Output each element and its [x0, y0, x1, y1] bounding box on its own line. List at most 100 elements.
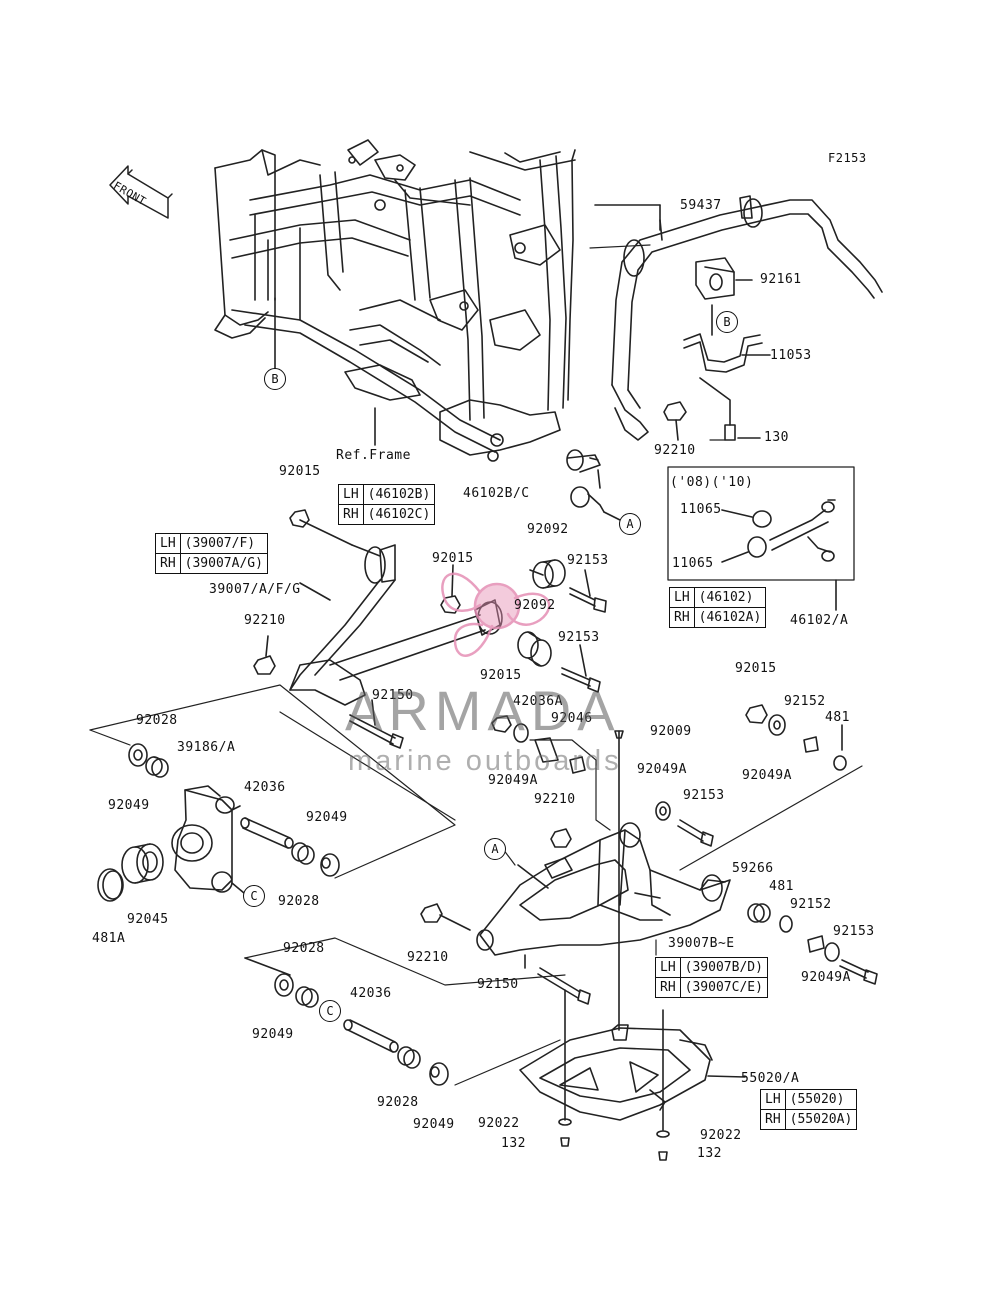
watermark-subtitle: marine outboards — [348, 745, 622, 777]
part-label: 92150 — [372, 688, 414, 703]
part-label: 46102/A — [790, 613, 849, 628]
part-label: 92015 — [735, 661, 777, 676]
table-cell: LH — [760, 1089, 786, 1110]
inset-variant-label: ('08)('10) — [670, 475, 754, 490]
nut-92015-upper — [289, 509, 461, 614]
part-label: 46102B/C — [463, 486, 530, 501]
upper-a-arm — [289, 519, 503, 706]
part-label: 132 — [697, 1146, 722, 1161]
bolt-92150-lower — [537, 967, 591, 1005]
part-label: 92153 — [683, 788, 725, 803]
figure-code: F2153 — [828, 151, 867, 165]
clamp-11053 — [683, 304, 771, 441]
skid-plate-55020 — [519, 989, 746, 1161]
lower-knuckle-group — [244, 937, 566, 1086]
part-label: 92028 — [278, 894, 320, 909]
part-label: 92009 — [650, 724, 692, 739]
bolt-92153-upper — [569, 569, 607, 613]
bushing-92161 — [695, 257, 753, 300]
table-cell: (46102C) — [362, 504, 436, 525]
bolt-92153-right — [839, 959, 878, 985]
part-label: 481A — [92, 931, 126, 946]
part-label: 11053 — [770, 348, 812, 363]
sleeve-42036a — [491, 715, 624, 1031]
part-label: 39007B~E — [668, 936, 735, 951]
part-label: 39186/A — [177, 740, 236, 755]
part-label: 92210 — [407, 950, 449, 965]
ref-frame-label: Ref.Frame — [336, 448, 411, 463]
lh-rh-table-39007: LH(39007/F) RH(39007A/G) — [155, 533, 268, 574]
part-label: 42036A — [513, 694, 563, 709]
nut-92210-lower — [420, 828, 572, 931]
part-label: 39007/A/F/G — [209, 582, 301, 597]
group-outline-right — [529, 739, 863, 871]
part-label: 11065 — [680, 502, 722, 517]
seal-92049-knuckle — [128, 743, 169, 778]
callout-marker: A — [619, 513, 641, 535]
part-label: 92015 — [480, 668, 522, 683]
table-cell: (55020) — [784, 1089, 858, 1110]
table-cell: RH — [760, 1109, 786, 1130]
part-label: 92046 — [551, 711, 593, 726]
inset-box — [667, 466, 855, 581]
part-label: 92153 — [567, 553, 609, 568]
outline-tick — [89, 729, 131, 746]
bushing-92028-knuckle — [291, 842, 315, 865]
knuckle-39186 — [171, 785, 245, 894]
part-label: 481 — [769, 879, 794, 894]
part-label: 92049A — [801, 970, 851, 985]
table-cell: RH — [338, 504, 364, 525]
lh-rh-table-46102bc: LH(46102B) RH(46102C) — [338, 484, 436, 525]
part-label: 92152 — [790, 897, 832, 912]
table-cell: RH — [655, 977, 681, 998]
nut-92210-top — [663, 401, 687, 441]
watermark-logo-icon — [441, 572, 551, 657]
part-label: 92049 — [252, 1027, 294, 1042]
circlip-481a — [97, 868, 124, 902]
bolt-92150-upper — [349, 699, 404, 749]
front-arrow-icon — [109, 165, 173, 219]
bolt-92153-lower — [561, 644, 601, 693]
part-label: 92049 — [108, 798, 150, 813]
table-cell: (39007A/G) — [179, 553, 268, 574]
table-cell: LH — [655, 957, 681, 978]
seal-92049-knuckle-right — [320, 853, 340, 877]
lower-a-arm — [476, 822, 731, 969]
part-label: 92049 — [306, 810, 348, 825]
table-cell: RH — [155, 553, 181, 574]
lh-rh-table-55020: LH(55020) RH(55020A) — [760, 1089, 858, 1130]
seal-92049a-arm — [655, 801, 671, 821]
nut-92210-arm — [253, 635, 276, 675]
table-cell: RH — [669, 607, 695, 628]
bolt-92153-lowerarm — [677, 819, 714, 847]
table-cell: (39007B/D) — [679, 957, 768, 978]
seal-92049a-lower — [824, 942, 840, 962]
part-label: 59266 — [732, 861, 774, 876]
part-label: 92153 — [833, 924, 875, 939]
part-label: 92153 — [558, 630, 600, 645]
table-cell: (39007C/E) — [679, 977, 768, 998]
table-cell: LH — [669, 587, 695, 608]
watermark-title: ARMADA — [345, 679, 621, 742]
table-cell: (46102A) — [693, 607, 767, 628]
part-label: 59437 — [680, 198, 722, 213]
part-label: 92210 — [534, 792, 576, 807]
frame-assembly — [214, 139, 576, 462]
part-label: 92092 — [527, 522, 569, 537]
part-label: 11065 — [672, 556, 714, 571]
part-label: 92015 — [432, 551, 474, 566]
part-label: 92015 — [279, 464, 321, 479]
lh-rh-table-46102: LH(46102) RH(46102A) — [669, 587, 767, 628]
bushing-92092-lower — [517, 631, 552, 667]
part-label: 42036 — [244, 780, 286, 795]
nut-92015-right — [745, 704, 847, 771]
part-label: 92045 — [127, 912, 169, 927]
table-cell: LH — [338, 484, 364, 505]
callout-marker: B — [716, 311, 738, 333]
callout-marker: B — [264, 368, 286, 390]
lh-rh-table-39007b: LH(39007B/D) RH(39007C/E) — [655, 957, 768, 998]
part-label: 481 — [825, 710, 850, 725]
table-cell: (55020A) — [784, 1109, 858, 1130]
